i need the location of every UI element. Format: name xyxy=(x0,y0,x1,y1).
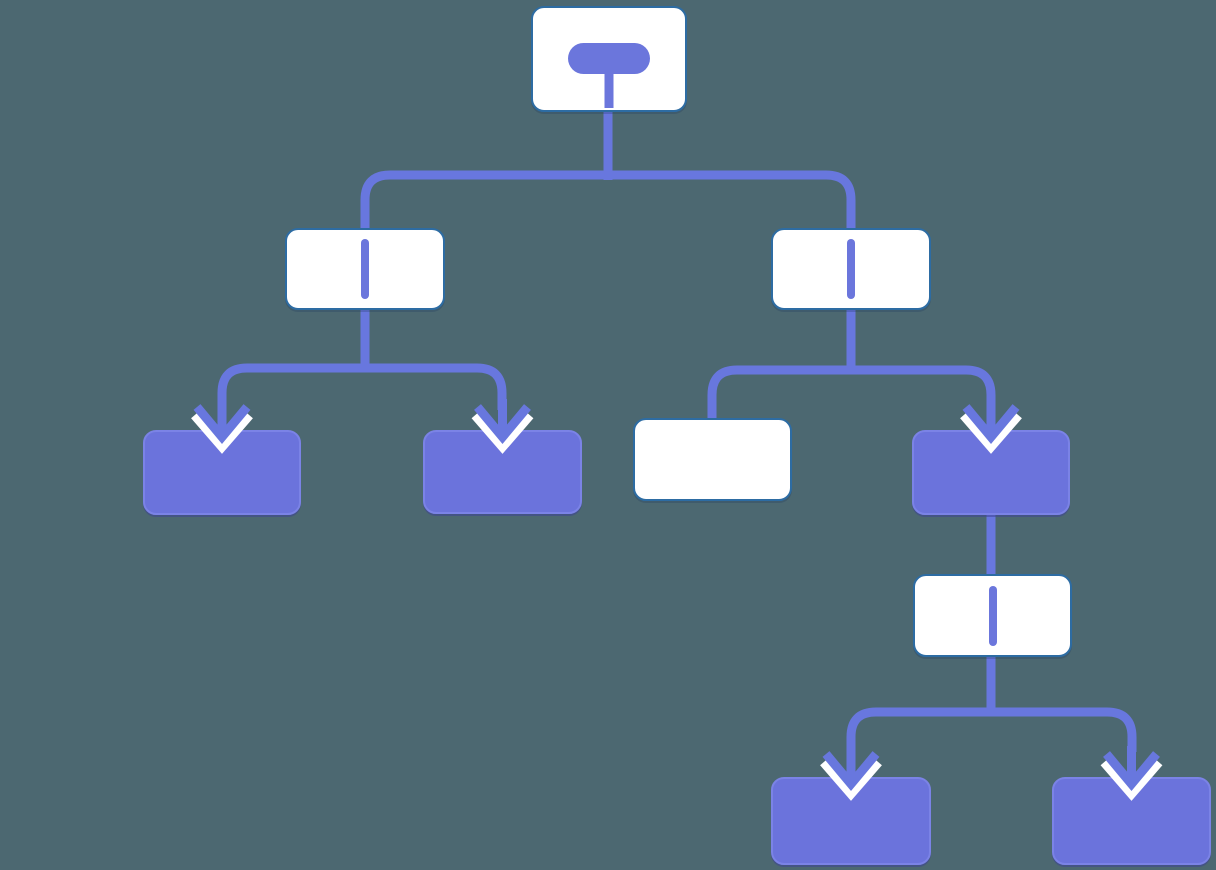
leaf-node-4[interactable] xyxy=(1052,777,1211,865)
branch-node-bottom[interactable] xyxy=(913,574,1072,657)
leaf-node-2[interactable] xyxy=(423,430,582,514)
branch-node-left[interactable] xyxy=(285,228,445,310)
edge-root-to-branches xyxy=(360,112,856,228)
edge-branchleft-to-leaves xyxy=(217,310,507,410)
edge-branchbottom-to-leaves xyxy=(846,657,1137,752)
divider-icon xyxy=(847,239,855,299)
root-node[interactable] xyxy=(531,6,687,112)
leaf-node-3[interactable] xyxy=(771,777,931,865)
tree-root-icon xyxy=(568,43,650,74)
divider-icon xyxy=(988,585,997,646)
edge-branchright-to-children xyxy=(707,310,996,418)
branch-node-right[interactable] xyxy=(771,228,931,310)
mid-node[interactable] xyxy=(912,430,1070,515)
leaf-node-1[interactable] xyxy=(143,430,301,515)
plain-node[interactable] xyxy=(633,418,792,501)
tree-root-icon xyxy=(604,70,614,108)
divider-icon xyxy=(361,239,369,299)
